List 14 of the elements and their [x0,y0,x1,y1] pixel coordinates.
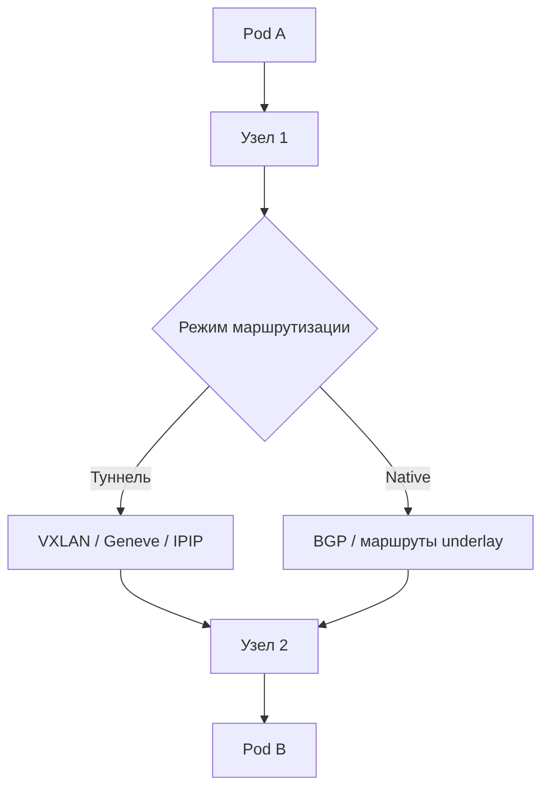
arrow [260,165,269,216]
node-diamond: Режим маршрутизации [151,215,378,442]
arrow [260,672,269,724]
node-box: Pod B [212,722,317,778]
node-box: Узел 1 [210,111,319,166]
node-box: Pod A [212,8,316,62]
arrow [260,61,269,112]
node-box: BGP / маршруты underlay [282,514,534,570]
arrow [120,568,212,628]
edge-label: Туннель [90,469,151,486]
edge-label: Native [385,469,431,486]
node-box: VXLAN / Geneve / IPIP [8,514,234,570]
node-box: Узел 2 [210,618,319,674]
arrow [318,568,409,628]
